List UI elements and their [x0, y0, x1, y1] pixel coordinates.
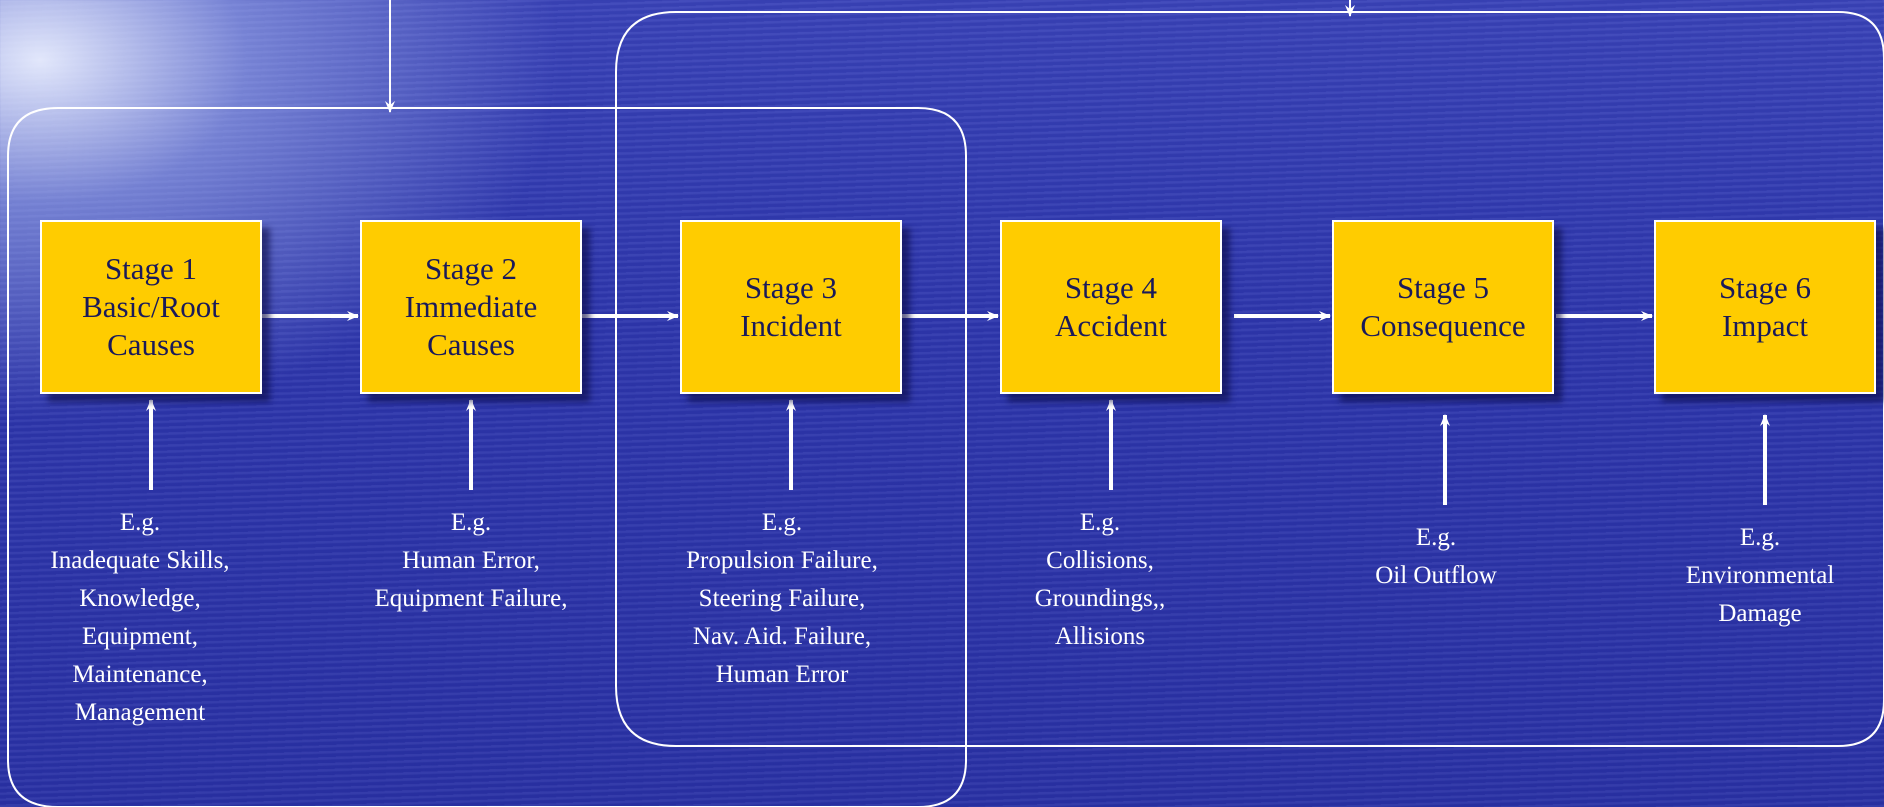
- stage-6-example: E.g. Environmental Damage: [1685, 524, 1835, 627]
- stage-4-label: Stage 4 Accident: [1055, 270, 1167, 343]
- stage-3-example: E.g. Propulsion Failure, Steering Failur…: [686, 509, 878, 688]
- stage-1-label: Stage 1 Basic/Root Causes: [82, 251, 220, 362]
- stage-5-label: Stage 5 Consequence: [1360, 270, 1526, 343]
- frame-stages-1-3: [7, 107, 967, 807]
- stage-1-box: Stage 1 Basic/Root Causes: [40, 220, 262, 394]
- stage-3-label: Stage 3 Incident: [740, 270, 842, 343]
- stage-6-box: Stage 6 Impact: [1654, 220, 1876, 394]
- stage-4-example: E.g. Collisions, Groundings,, Allisions: [1034, 509, 1166, 650]
- stage-4-box: Stage 4 Accident: [1000, 220, 1222, 394]
- frame-stages-3-6: [615, 11, 1884, 747]
- stage-1-example: E.g. Inadequate Skills, Knowledge, Equip…: [50, 509, 230, 726]
- stage-6-label: Stage 6 Impact: [1718, 270, 1812, 343]
- stage-2-example: E.g. Human Error, Equipment Failure,: [374, 509, 568, 612]
- stage-5-example: E.g. Oil Outflow: [1375, 524, 1497, 589]
- stage-5-box: Stage 5 Consequence: [1332, 220, 1554, 394]
- stage-3-box: Stage 3 Incident: [680, 220, 902, 394]
- stage-2-label: Stage 2 Immediate Causes: [404, 251, 538, 362]
- stage-2-box: Stage 2 Immediate Causes: [360, 220, 582, 394]
